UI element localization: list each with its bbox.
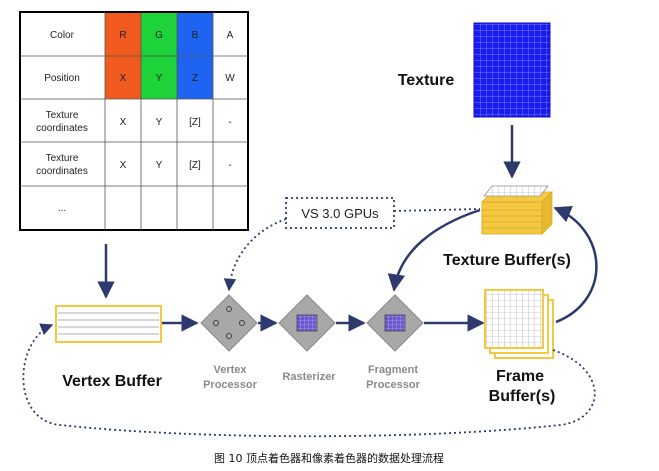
cell: A xyxy=(227,30,234,41)
cell: B xyxy=(192,30,199,41)
vertex-buffer xyxy=(55,305,162,343)
texture-image xyxy=(473,22,551,118)
texture-buffer-label: Texture Buffer(s) xyxy=(443,252,571,269)
cell: [Z] xyxy=(189,160,201,171)
cell: Y xyxy=(156,73,163,84)
row-texcoord-label-line2: coordinates xyxy=(36,123,88,134)
arrow xyxy=(553,205,598,324)
cell: Y xyxy=(156,160,163,171)
cell: Y xyxy=(156,117,163,128)
cell: - xyxy=(228,117,231,128)
cell: Z xyxy=(192,73,198,84)
dotted-arrow xyxy=(223,218,287,292)
frame-buffer-label-line1: Frame xyxy=(496,368,544,385)
vertex-processor xyxy=(200,294,258,352)
vertex-processor-label-line2: Processor xyxy=(203,379,258,391)
cell: - xyxy=(228,160,231,171)
vs-gpus-label: VS 3.0 GPUs xyxy=(301,206,379,221)
arrow xyxy=(387,208,481,292)
frame-buffer xyxy=(484,289,554,359)
attribute-table: Color R G B A Position X Y Z W Texture c… xyxy=(19,11,249,231)
cell: [Z] xyxy=(189,117,201,128)
dotted-link xyxy=(393,208,481,212)
cell: X xyxy=(120,73,127,84)
row-texcoord-label-line2: coordinates xyxy=(36,166,88,177)
rasterizer-label: Rasterizer xyxy=(282,371,336,383)
frame-buffer-label-line2: Buffer(s) xyxy=(489,388,556,405)
row-color-label: Color xyxy=(50,30,75,41)
cell: W xyxy=(225,73,235,84)
row-position-label: Position xyxy=(44,73,80,84)
row-texcoord-label-line1: Texture xyxy=(46,110,79,121)
fragment-processor xyxy=(366,294,424,352)
fragment-processor-label-line2: Processor xyxy=(366,379,421,391)
cell: R xyxy=(119,30,126,41)
texture-buffer-stack xyxy=(481,185,553,235)
row-texcoord-label-line1: Texture xyxy=(46,153,79,164)
fragment-processor-label-line1: Fragment xyxy=(368,364,418,376)
vertex-processor-label-line1: Vertex xyxy=(213,364,247,376)
cell: X xyxy=(120,117,127,128)
vs-gpus-box xyxy=(285,197,395,229)
vertex-buffer-label: Vertex Buffer xyxy=(62,373,162,390)
row-ellipsis-label: ... xyxy=(58,203,66,214)
feedback-loop xyxy=(22,323,596,438)
figure-caption: 图 10 顶点着色器和像素着色器的数据处理流程 xyxy=(214,451,444,465)
rasterizer xyxy=(278,294,336,352)
cell: X xyxy=(120,160,127,171)
texture-label: Texture xyxy=(398,72,455,89)
cell: G xyxy=(155,30,163,41)
